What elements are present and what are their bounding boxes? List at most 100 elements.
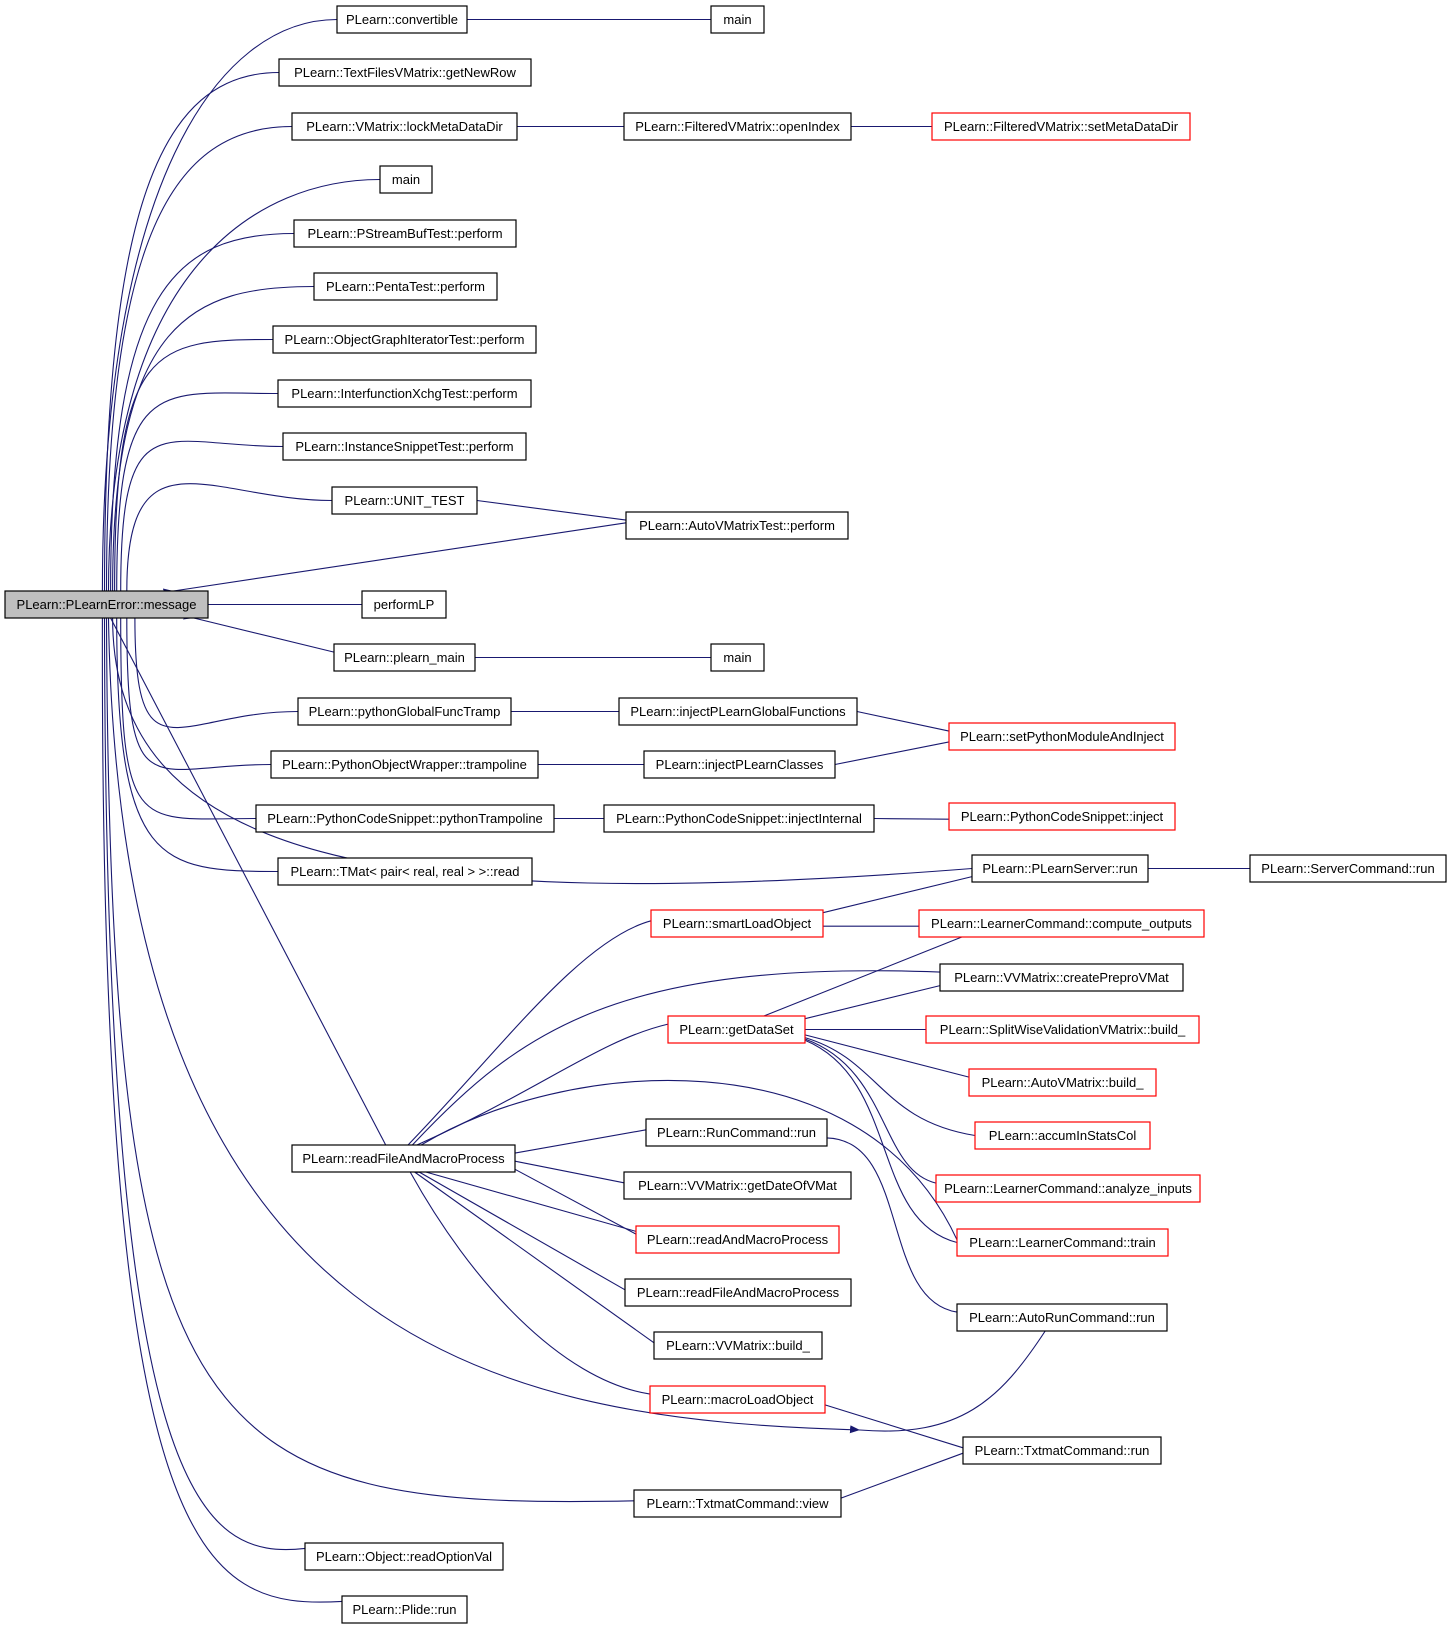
node-servercmd[interactable]: PLearn::ServerCommand::run (1249, 854, 1447, 883)
node-interf[interactable]: PLearn::InterfunctionXchgTest::perform (277, 379, 532, 408)
node-box-injectInternal (603, 804, 875, 833)
node-readFileMacro2[interactable]: PLearn::readFileAndMacroProcess (624, 1278, 852, 1307)
node-pyobjtramp[interactable]: PLearn::PythonObjectWrapper::trampoline (270, 750, 539, 779)
node-readOption[interactable]: PLearn::Object::readOptionVal (304, 1542, 504, 1571)
node-injectClasses[interactable]: PLearn::injectPLearnClasses (643, 750, 836, 779)
node-plearnmain[interactable]: PLearn::plearn_main (333, 643, 476, 672)
edge-root-main2 (104, 178, 381, 602)
node-getDataSet[interactable]: PLearn::getDataSet (667, 1015, 806, 1044)
edge-getDataSet-accum (794, 1030, 976, 1137)
edge-root-getNewRow (100, 71, 280, 602)
edge-root-plearnmain (183, 611, 335, 653)
edge-txtview-txtrun (830, 1452, 964, 1506)
node-label-setPython: PLearn::setPythonModuleAndInject (960, 729, 1164, 744)
node-box-inject (948, 802, 1176, 831)
node-pstream[interactable]: PLearn::PStreamBufTest::perform (293, 219, 517, 248)
node-plide[interactable]: PLearn::Plide::run (341, 1595, 468, 1624)
node-box-getNewRow (278, 58, 532, 87)
node-box-accum (974, 1121, 1151, 1150)
node-root[interactable]: PLearn::PLearnError::message (4, 590, 209, 619)
node-txtrun[interactable]: PLearn::TxtmatCommand::run (962, 1436, 1162, 1465)
node-serverrun[interactable]: PLearn::PLearnServer::run (971, 854, 1149, 883)
node-box-objgraph (272, 325, 537, 354)
node-box-plide (341, 1595, 468, 1624)
node-getDate[interactable]: PLearn::VVMatrix::getDateOfVMat (623, 1171, 852, 1200)
edge-root-instsnip (116, 440, 284, 602)
node-box-pytramp (255, 804, 555, 833)
node-pytramp[interactable]: PLearn::PythonCodeSnippet::pythonTrampol… (255, 804, 555, 833)
node-box-txtrun (962, 1436, 1162, 1465)
node-label-performLP: performLP (374, 597, 435, 612)
node-runcmd[interactable]: PLearn::RunCommand::run (645, 1118, 828, 1147)
node-readAndMacro[interactable]: PLearn::readAndMacroProcess (635, 1225, 840, 1254)
node-train[interactable]: PLearn::LearnerCommand::train (956, 1228, 1169, 1257)
node-main2[interactable]: main (379, 165, 433, 194)
node-label-pyglobal: PLearn::pythonGlobalFuncTramp (309, 704, 501, 719)
edge-root-tmatread (112, 607, 279, 873)
node-label-unittest: PLearn::UNIT_TEST (345, 493, 465, 508)
edge-root-txtview (102, 607, 635, 1503)
edge-rfm-readAndMacro-b (415, 1165, 637, 1232)
node-performLP[interactable]: performLP (361, 590, 447, 619)
node-box-getDataSet (667, 1015, 806, 1044)
node-autovmbuild[interactable]: PLearn::AutoVMatrix::build_ (968, 1068, 1157, 1097)
node-main3[interactable]: main (710, 643, 765, 672)
node-box-tmatread (277, 857, 533, 886)
node-box-instsnip (282, 432, 527, 461)
node-injectGlobal[interactable]: PLearn::injectPLearnGlobalFunctions (618, 697, 858, 726)
node-label-readFileMacro2: PLearn::readFileAndMacroProcess (637, 1285, 840, 1300)
node-tmatread[interactable]: PLearn::TMat< pair< real, real > >::read (277, 857, 533, 886)
node-injectInternal[interactable]: PLearn::PythonCodeSnippet::injectInterna… (603, 804, 875, 833)
node-compute[interactable]: PLearn::LearnerCommand::compute_outputs (918, 909, 1205, 938)
node-box-performLP (361, 590, 447, 619)
node-label-runcmd: PLearn::RunCommand::run (657, 1125, 816, 1140)
node-box-penta (313, 272, 498, 301)
node-analyze[interactable]: PLearn::LearnerCommand::analyze_inputs (935, 1174, 1201, 1203)
node-getNewRow[interactable]: PLearn::TextFilesVMatrix::getNewRow (278, 58, 532, 87)
node-openIndex[interactable]: PLearn::FilteredVMatrix::openIndex (623, 112, 852, 141)
node-main1[interactable]: main (710, 5, 765, 34)
node-autorun[interactable]: PLearn::AutoRunCommand::run (956, 1303, 1168, 1332)
node-pyglobal[interactable]: PLearn::pythonGlobalFuncTramp (297, 697, 512, 726)
edge-root-readOption (100, 607, 306, 1551)
node-lockMeta[interactable]: PLearn::VMatrix::lockMetaDataDir (291, 112, 518, 141)
edge-injectClasses-setPython (824, 741, 950, 771)
node-setMeta[interactable]: PLearn::FilteredVMatrix::setMetaDataDir (931, 112, 1191, 141)
node-label-setMeta: PLearn::FilteredVMatrix::setMetaDataDir (944, 119, 1179, 134)
node-box-compute (918, 909, 1205, 938)
node-label-pstream: PLearn::PStreamBufTest::perform (307, 226, 502, 241)
node-penta[interactable]: PLearn::PentaTest::perform (313, 272, 498, 301)
node-label-injectClasses: PLearn::injectPLearnClasses (656, 757, 824, 772)
node-label-readAndMacro: PLearn::readAndMacroProcess (647, 1232, 829, 1247)
node-splitwise[interactable]: PLearn::SplitWiseValidationVMatrix::buil… (925, 1015, 1200, 1044)
node-objgraph[interactable]: PLearn::ObjectGraphIteratorTest::perform (272, 325, 537, 354)
node-createPrepro[interactable]: PLearn::VVMatrix::createPreproVMat (939, 963, 1184, 992)
node-inject[interactable]: PLearn::PythonCodeSnippet::inject (948, 802, 1176, 831)
node-txtview[interactable]: PLearn::TxtmatCommand::view (633, 1489, 842, 1518)
edge-root-unittest (122, 483, 333, 602)
node-readFileMacro[interactable]: PLearn::readFileAndMacroProcess (291, 1144, 516, 1173)
node-label-vvbuild: PLearn::VVMatrix::build_ (666, 1338, 811, 1353)
node-setPython[interactable]: PLearn::setPythonModuleAndInject (948, 722, 1176, 751)
nodes-layer: PLearn::PLearnError::message PLearn::conv… (4, 5, 1447, 1624)
edge-smartLoad-serverrun (812, 876, 973, 919)
node-box-lockMeta (291, 112, 518, 141)
node-box-autorun (956, 1303, 1168, 1332)
node-label-getDataSet: PLearn::getDataSet (679, 1022, 794, 1037)
node-instsnip[interactable]: PLearn::InstanceSnippetTest::perform (282, 432, 527, 461)
node-accum[interactable]: PLearn::accumInStatsCol (974, 1121, 1151, 1150)
edges-layer (98, 15, 1250, 1603)
edge-rfm-train (410, 1079, 958, 1241)
node-label-autovmtest: PLearn::AutoVMatrixTest::perform (639, 518, 835, 533)
node-box-macroLoad (649, 1385, 826, 1414)
node-vvbuild[interactable]: PLearn::VVMatrix::build_ (653, 1331, 823, 1360)
node-unittest[interactable]: PLearn::UNIT_TEST (331, 486, 478, 515)
edge-getDataSet-createPrepro (794, 985, 941, 1025)
node-convertible[interactable]: PLearn::convertible (336, 5, 468, 34)
node-autovmtest[interactable]: PLearn::AutoVMatrixTest::perform (625, 511, 849, 540)
node-label-main2: main (392, 172, 420, 187)
node-macroLoad[interactable]: PLearn::macroLoadObject (649, 1385, 826, 1414)
node-box-pyglobal (297, 697, 512, 726)
edge-getDataSet-autovmbuild (794, 1028, 970, 1078)
node-smartLoad[interactable]: PLearn::smartLoadObject (650, 909, 824, 938)
